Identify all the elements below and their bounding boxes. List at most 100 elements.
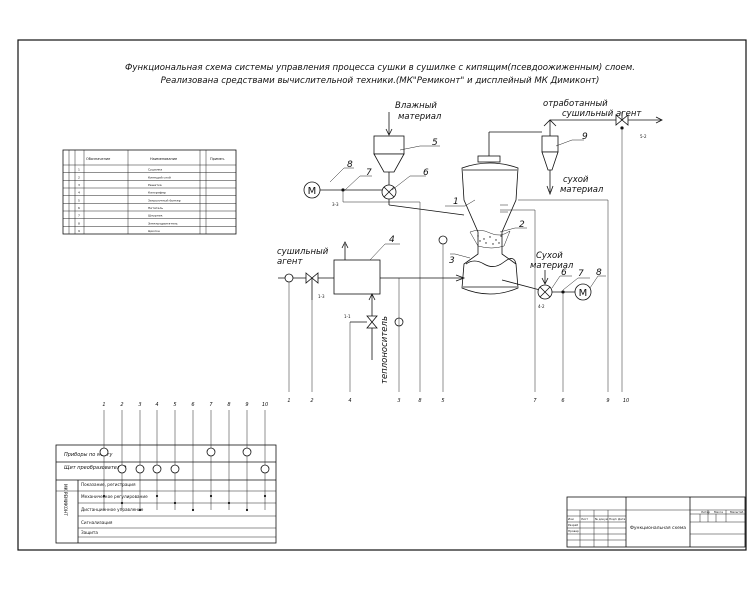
callout-9: 9 <box>582 132 588 142</box>
callout-1: 1 <box>453 197 459 207</box>
label-spent-agent-1: отработанный <box>543 99 608 109</box>
callout-6-bottom: 6 <box>561 268 567 278</box>
line-number-2: 2 <box>310 398 313 404</box>
panel-column-9: 9 <box>245 402 248 408</box>
panel-local-instrument <box>242 447 252 457</box>
tb-cell-izm: Изм <box>568 517 574 521</box>
sensor-bed <box>438 235 448 245</box>
line-number-6: 6 <box>561 398 564 404</box>
line-number-1: 1 <box>287 398 290 404</box>
instrument-tags: 3-3 1-3 1-1 4-2 5-2 <box>318 134 647 319</box>
tb-cell-dokum: № докум <box>595 517 608 521</box>
motor-bottom: М <box>574 283 592 301</box>
signal-lines <box>288 130 623 392</box>
tb-cell-podp: Подп <box>609 517 617 521</box>
line-numbers: 1 2 4 3 8 5 7 6 9 10 <box>287 398 629 404</box>
spec-row-pos: 5 <box>78 198 80 202</box>
spec-row-pos: 8 <box>78 221 80 225</box>
valve-drying-agent <box>305 272 319 300</box>
spec-row-pos: 7 <box>78 214 80 218</box>
instrument-panel: Приборы по месту Щит преобразователей По… <box>55 444 277 544</box>
line-number-8: 8 <box>418 398 421 404</box>
panel-local-instrument <box>99 447 109 457</box>
drawing-frame <box>17 39 747 551</box>
spec-header-note: Примеч. <box>210 157 225 161</box>
panel-local-instrument <box>206 447 216 457</box>
label-drying-agent-2: агент <box>277 257 303 267</box>
spec-row-pos: 4 <box>78 191 80 195</box>
title-block-name: Функциональная схема <box>630 525 686 531</box>
panel-column-2: 2 <box>120 402 123 408</box>
panel-column-8: 8 <box>227 402 230 408</box>
sensor-bottom-speed <box>561 290 565 294</box>
title-line-1: Функциональная схема системы управления … <box>125 63 635 73</box>
panel-row-regulation: Механическое регулирование <box>81 494 148 499</box>
label-dry-material-top-2: материал <box>560 185 604 195</box>
spec-row-pos: 2 <box>78 175 80 179</box>
line-number-10: 10 <box>623 398 629 404</box>
callout-leaders <box>329 139 606 291</box>
motor-top-letter: М <box>308 186 317 197</box>
line-number-4: 4 <box>348 398 351 404</box>
sensor-top-speed <box>341 188 345 192</box>
tb-cell-razrab: Разраб <box>568 523 578 527</box>
motor-top: М <box>303 181 321 199</box>
panel-column-1: 1 <box>102 402 105 408</box>
tag-1-3: 1-3 <box>318 294 325 299</box>
callout-7-bottom: 7 <box>578 269 584 279</box>
label-dry-material-right-2: материал <box>530 261 574 271</box>
valve-heat-carrier <box>350 315 378 329</box>
label-wet-material-2: материал <box>398 112 442 122</box>
tag-1-1: 1-1 <box>344 314 351 319</box>
panel-column-7: 7 <box>209 402 213 408</box>
panel-column-4: 4 <box>155 402 158 408</box>
valve-spent-agent <box>615 112 629 130</box>
label-dry-material-top-1: сухой <box>563 175 589 185</box>
callout-7-top: 7 <box>366 168 372 178</box>
title-block: Функциональная схема Изм Лист № докум По… <box>566 496 746 548</box>
panel-junction-dot <box>227 501 231 505</box>
tb-cell-massa: Масса <box>714 510 723 514</box>
label-heat-carrier: теплоноситель <box>380 316 390 384</box>
panel-columns: 1 2 3 4 5 6 7 8 9 10 <box>99 402 270 512</box>
tag-5-2: 5-2 <box>640 134 647 139</box>
panel-row-converters: Щит преобразователей <box>64 465 127 471</box>
panel-column-5: 5 <box>173 402 176 408</box>
motor-bottom-letter: М <box>579 288 588 299</box>
heater <box>333 241 381 295</box>
panel-junction-dot <box>155 494 159 498</box>
label-dry-material-right-1: Сухой <box>536 251 563 261</box>
flow-sensor-agent <box>284 273 294 283</box>
spec-header-name: Наименование <box>150 157 177 161</box>
panel-row-protection: Защита <box>81 530 98 535</box>
callout-8-bottom: 8 <box>596 268 602 278</box>
tag-4-2: 4-2 <box>538 304 545 309</box>
line-number-5: 5 <box>441 398 444 404</box>
spec-row-name: Загрузочный бункер <box>148 198 181 202</box>
line-number-9: 9 <box>606 398 609 404</box>
callout-6-top: 6 <box>423 168 429 178</box>
flow-labels: Влажный материал отработанный сушильный … <box>277 99 642 384</box>
tb-cell-prover: Провер <box>568 529 579 533</box>
spec-row-name: Питатель <box>148 206 163 210</box>
spec-row-pos: 1 <box>78 168 80 172</box>
panel-column-3: 3 <box>138 402 141 408</box>
spec-row-name: Решетка <box>148 183 162 187</box>
panel-junction-dot <box>191 508 195 512</box>
spec-header-designation: Обозначение <box>86 157 110 161</box>
label-wet-material-1: Влажный <box>395 101 437 111</box>
line-number-7: 7 <box>533 398 537 404</box>
line-number-3: 3 <box>397 398 400 404</box>
spec-row-name: Кипящий слой <box>148 175 171 179</box>
panel-converter-instrument <box>117 464 127 474</box>
dryer-vessel <box>461 155 519 295</box>
spec-row-name: Циклон <box>148 229 160 233</box>
loading-hopper <box>373 135 405 186</box>
callout-4: 4 <box>389 235 395 245</box>
panel-column-6: 6 <box>191 402 194 408</box>
panel-side-label: МК РЕМИКОНТ <box>63 484 68 516</box>
panel-converter-instrument <box>135 464 145 474</box>
callout-8-top: 8 <box>347 160 353 170</box>
panel-row-signal: Сигнализация <box>81 520 113 525</box>
